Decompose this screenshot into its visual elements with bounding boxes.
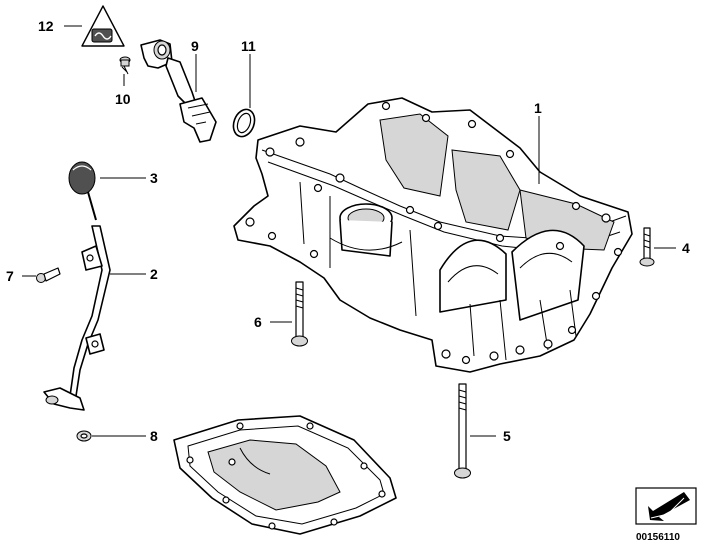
callout-8: 8 (150, 428, 158, 444)
oil-pan-lower (173, 415, 397, 535)
dipstick-tube-part-2 (43, 225, 111, 411)
callout-10: 10 (115, 91, 131, 107)
callout-3: 3 (150, 170, 158, 186)
bolt-part-6 (291, 281, 308, 347)
o-ring-part-11 (232, 108, 256, 138)
dipstick-handle-part-3 (68, 161, 97, 221)
callout-11: 11 (241, 38, 256, 54)
sealing-ring-part-8 (76, 430, 92, 442)
callout-12: 12 (38, 18, 54, 34)
diagram-number: 00156110 (636, 532, 680, 543)
callout-6: 6 (254, 314, 262, 330)
guide-tube-bracket-part-9 (140, 39, 217, 143)
arrow-icon (648, 492, 690, 521)
callout-7: 7 (6, 268, 14, 284)
callout-labels: 12 9 11 10 1 3 4 7 2 6 8 5 (6, 18, 690, 444)
bolt-part-4 (639, 227, 655, 267)
diagram-reference-box: 00156110 (635, 487, 697, 543)
bolt-part-5 (454, 383, 471, 479)
callout-1: 1 (534, 100, 542, 116)
callout-9: 9 (191, 38, 199, 54)
callout-4: 4 (682, 240, 690, 256)
oil-sump-part-1 (233, 97, 633, 373)
callout-2: 2 (150, 266, 158, 282)
callout-5: 5 (503, 428, 511, 444)
screw-part-7 (36, 267, 61, 283)
bolt-part-10 (119, 56, 131, 75)
warning-symbol-icon (81, 5, 125, 47)
leader-lines (22, 25, 676, 437)
